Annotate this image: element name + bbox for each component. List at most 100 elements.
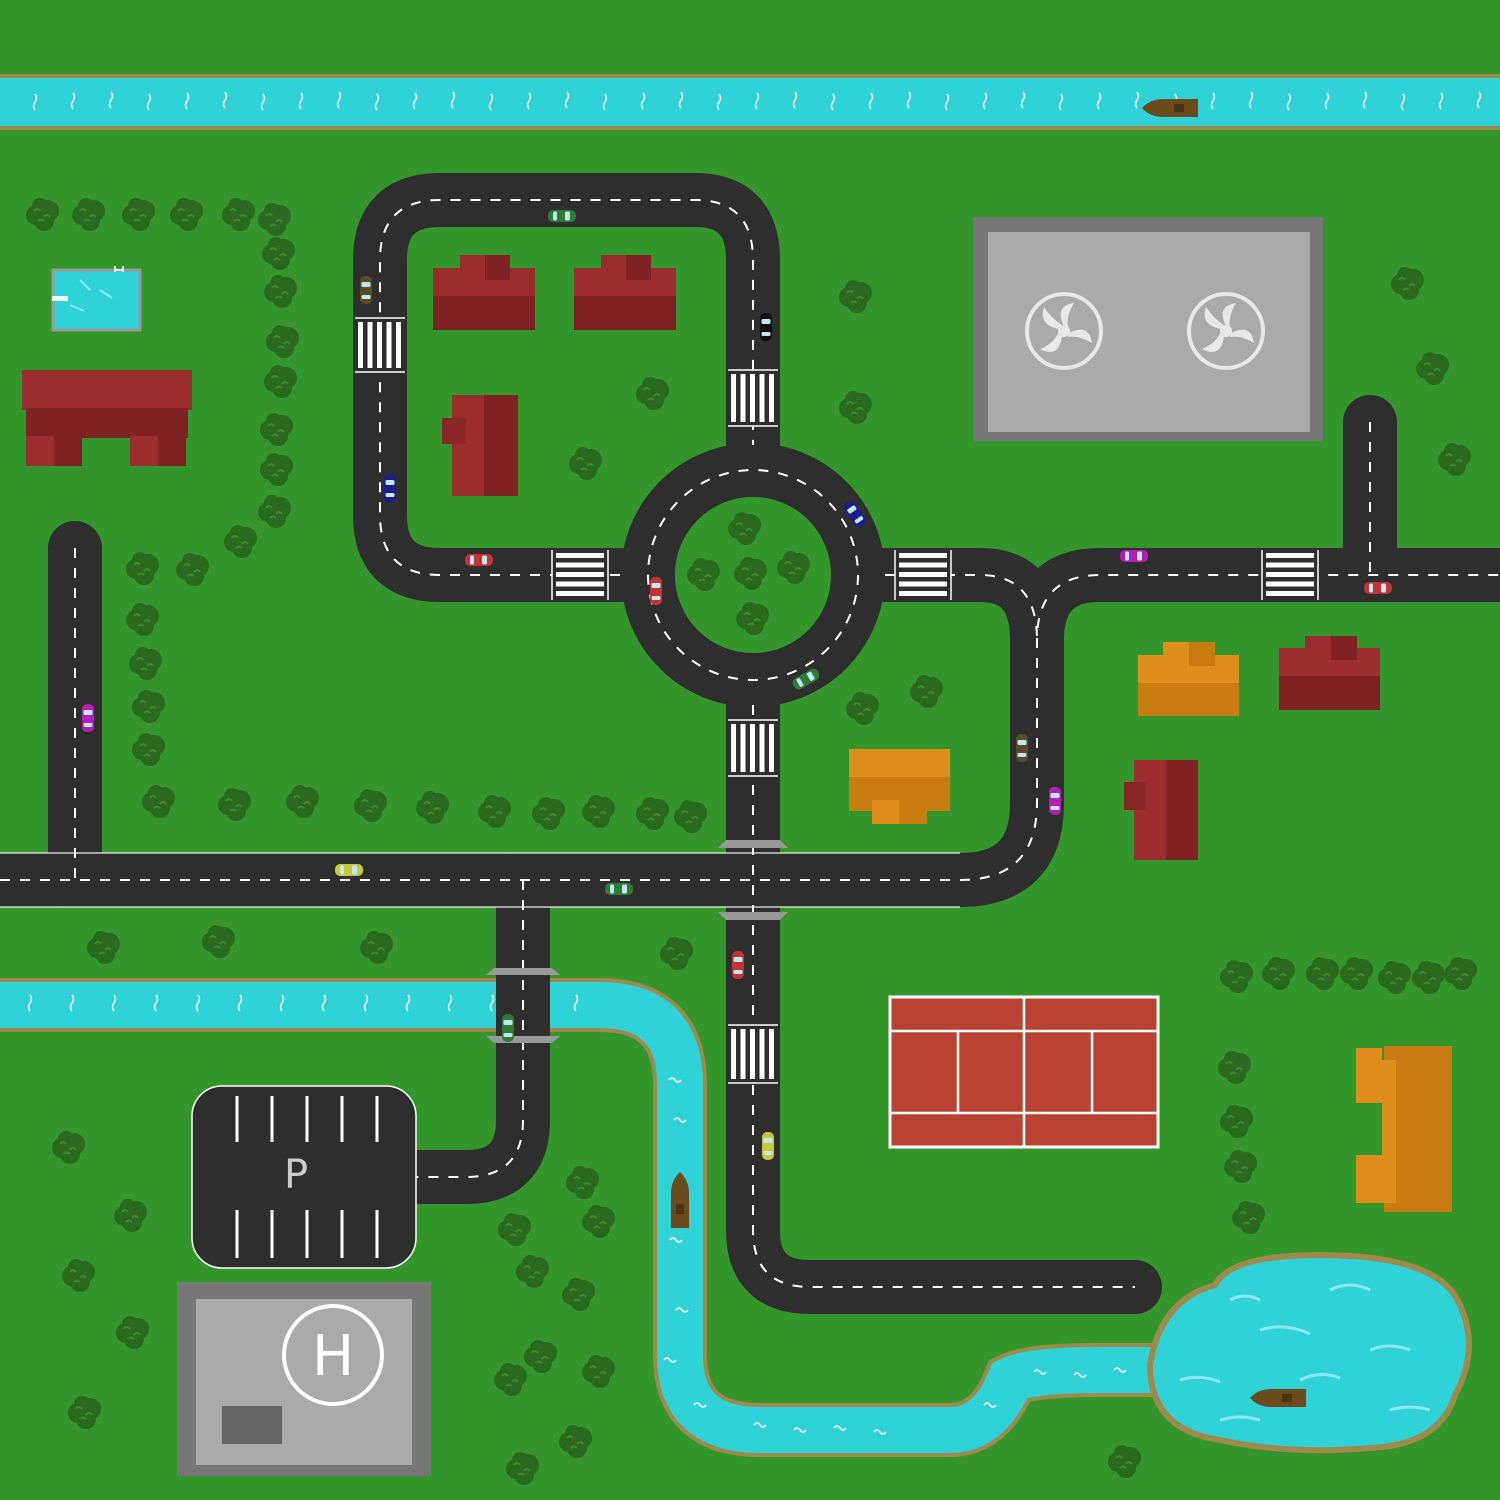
crosswalk [728,719,778,777]
road-network [0,173,1500,1314]
water-ripple [1438,92,1444,110]
factory-roof [973,217,1323,441]
water-ripple [944,93,950,111]
car-icon [1120,550,1148,562]
water-ripple [753,1422,767,1428]
water-ripple [222,91,228,109]
pool-icon [51,266,142,332]
water-ripple [405,994,411,1012]
water-ripple [1134,91,1140,109]
water-ripple [669,1237,683,1243]
water-ripple [363,994,369,1012]
water-ripple [146,93,152,111]
water-ripple [678,91,684,109]
water-ripple [833,1425,847,1431]
crosswalk [551,550,609,600]
water-ripple [526,92,532,110]
crosswalk [355,317,405,373]
car-icon [465,554,493,566]
tennis-court [888,995,1160,1149]
car-icon [82,704,94,732]
house-icon [433,255,535,330]
water-ripple [1113,1367,1127,1373]
car-icon [335,864,363,876]
water-ripple [675,1307,689,1313]
river-bottom [0,978,1472,1457]
water-ripple [195,994,201,1012]
houses [22,255,1452,1212]
fan-icon [1187,292,1265,370]
car-icon [384,474,396,502]
car-icon [548,210,576,222]
water-ripple [830,93,836,111]
water-ripple [983,1402,997,1408]
water-ripple [873,1429,887,1435]
crosswalk [894,550,952,600]
water-ripple [868,92,874,110]
river-top [0,74,1500,130]
water-ripple [792,91,798,109]
water-ripple [184,92,190,110]
water-ripple [69,994,75,1012]
water-ripple [793,1427,807,1433]
water-ripple [260,93,266,111]
water-ripple [447,994,453,1012]
car-icon [760,313,772,341]
water-ripple [70,92,76,110]
water-ripple [602,93,608,111]
crosswalk [1261,550,1319,600]
water-ripple [1400,93,1406,111]
water-ripple [488,93,494,111]
parking-lot: P [191,1085,417,1269]
water-ripple [1210,92,1216,110]
house-icon [1279,636,1380,710]
water-ripple [1248,91,1254,109]
fan-icon [1025,292,1103,370]
house-icon [22,370,192,466]
water-ripple [237,994,243,1012]
house-icon [1356,1046,1452,1212]
lake [1146,1251,1472,1454]
water-ripple [668,1077,682,1083]
parking-icon: P [284,1152,308,1198]
water-ripple [716,93,722,111]
helipad: H [177,1282,431,1476]
water-ripple [153,994,159,1012]
water-ripple [108,91,114,109]
water-ripple [1033,1369,1047,1375]
car-icon [502,1014,514,1042]
house-icon [574,255,676,330]
house-icon [442,395,518,496]
car-icon [650,577,662,605]
house-icon [1138,642,1239,716]
water-ripple [564,91,570,109]
water-ripple [450,91,456,109]
water-ripple [1020,91,1026,109]
water-ripple [754,92,760,110]
water-ripple [336,91,342,109]
water-ripple [111,994,117,1012]
water-ripple [321,994,327,1012]
water-ripple [982,92,988,110]
house-icon [1124,760,1198,860]
water-ripple [412,92,418,110]
water-ripple [1286,93,1292,111]
water-ripple [640,92,646,110]
water-ripple [374,93,380,111]
water-ripple [489,994,495,1012]
water-ripple [663,1357,677,1363]
car-icon [360,276,372,304]
water-ripple [279,994,285,1012]
water-ripple [673,1117,687,1123]
water-ripple [906,91,912,109]
car-icon [1016,734,1028,762]
water-ripple [32,93,38,111]
crosswalk [728,1024,778,1084]
water-ripple [1476,91,1482,109]
water-ripple [1362,91,1368,109]
water-ripple [573,994,579,1012]
water-ripple [693,1402,707,1408]
car-icon [762,1132,774,1160]
house-icon [849,749,950,824]
